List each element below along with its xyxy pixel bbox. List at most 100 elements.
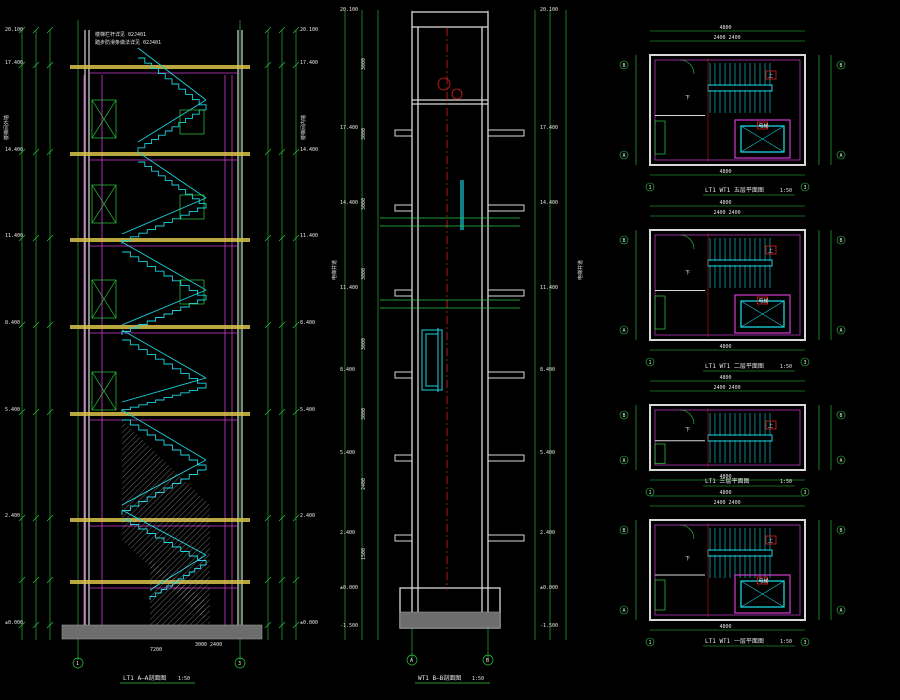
dimension-total: 4800 <box>720 375 732 381</box>
side-label-left: 楼梯间外墙 <box>3 115 10 140</box>
axis-label: A <box>840 608 843 614</box>
stair-flight <box>121 207 206 244</box>
axis-label: 1 <box>649 360 652 366</box>
handrail <box>121 377 207 403</box>
plan-title: LT1 WT1 二层平面图 <box>705 363 764 370</box>
elevation-label-right: 14.400 <box>300 147 318 153</box>
elevation-label-left: -1.500 <box>340 623 358 629</box>
stair-flight <box>137 109 206 152</box>
dimension-top: 2400 2400 <box>714 210 741 216</box>
elevation-label-left: 11.400 <box>5 233 23 239</box>
dimension-tick <box>32 61 40 69</box>
down-tag: 下 <box>685 427 690 433</box>
car-diagonal <box>740 300 785 328</box>
grid-lines <box>77 20 241 660</box>
dimension-tick <box>278 576 286 584</box>
dimension-tick <box>32 26 40 34</box>
axis-bubble <box>645 357 655 367</box>
dimension-top: 2400 2400 <box>714 35 741 41</box>
window <box>654 295 666 330</box>
dimension-tick <box>32 408 40 416</box>
plan-outer-wall <box>649 404 806 471</box>
floor-slab <box>70 238 250 242</box>
axis-bubble <box>645 637 655 647</box>
axis-label: A <box>840 458 843 464</box>
tag-box <box>765 70 777 80</box>
structural-lines <box>83 75 233 625</box>
handrail <box>137 151 207 199</box>
axis-bubble <box>836 235 846 245</box>
dimension-tick <box>292 148 300 156</box>
axis-bubble <box>619 235 629 245</box>
plan-title: LT1 WT1 五层平面图 <box>705 187 764 194</box>
axis-label: B <box>623 413 626 419</box>
dimension-tick <box>292 576 300 584</box>
plan-title: LT1 三层平面图 <box>705 478 749 485</box>
plan-outer-wall <box>649 519 806 621</box>
car-diagonal <box>740 580 785 608</box>
window-diagonal <box>91 279 117 319</box>
stair-flight <box>121 387 206 412</box>
elevator-car <box>740 300 785 328</box>
axis-label: A <box>623 328 626 334</box>
elevation-label-left: 17.400 <box>5 60 23 66</box>
stair-flight <box>122 419 207 470</box>
window <box>654 120 666 155</box>
elevator-shaft <box>734 574 791 614</box>
dimension-tick <box>18 26 26 34</box>
elevation-label-right: 2.400 <box>540 530 555 536</box>
elevator-car <box>740 580 785 608</box>
handrail <box>121 409 207 461</box>
axis-label: A <box>623 458 626 464</box>
floor-slabs <box>394 129 525 542</box>
dimension-tick <box>46 621 54 629</box>
elevation-label-right: ±0.000 <box>540 585 558 591</box>
elevation-label-left: 20.100 <box>340 7 358 13</box>
slab-stub-right <box>487 204 525 212</box>
door-swing <box>679 409 695 425</box>
dimension-tick <box>32 148 40 156</box>
dimension-value: 3000 <box>361 58 367 70</box>
dimension-total: 4800 <box>720 200 732 206</box>
dimension-tick <box>278 26 286 34</box>
elevation-label-left: 2.400 <box>340 530 355 536</box>
slab-stub-left <box>394 454 413 462</box>
dimension-tick <box>18 576 26 584</box>
axis-label: 1 <box>649 640 652 646</box>
bottom-dimension: 7200 <box>150 647 162 653</box>
window <box>654 579 666 611</box>
window <box>91 279 117 319</box>
axis-bubble <box>619 150 629 160</box>
window-diagonal <box>91 99 117 139</box>
elevation-label-right: 11.400 <box>300 233 318 239</box>
window <box>91 371 117 411</box>
dimension-chains <box>18 26 300 640</box>
dimension-tick <box>292 234 300 242</box>
elevation-label-left: 14.400 <box>5 147 23 153</box>
slab-stub-right <box>487 289 525 297</box>
axis-label: 3 <box>804 490 807 496</box>
axis-bubble <box>836 150 846 160</box>
dimension-bottom: 4800 <box>720 169 732 175</box>
axis-label-right: 3 <box>238 661 241 667</box>
dimension-tick <box>46 576 54 584</box>
guide-rail-marks <box>380 217 520 309</box>
elevation-label-left: 17.400 <box>340 125 358 131</box>
axis-bubble-right <box>482 654 494 666</box>
dimension-tick <box>18 408 26 416</box>
dimension-tick <box>264 321 272 329</box>
section-b-title: WT1 B—B剖面图 <box>418 674 461 682</box>
axis-label: A <box>623 153 626 159</box>
axis-label-left: 1 <box>76 661 79 667</box>
diverter-pulley <box>451 88 463 100</box>
dimension-tick <box>292 26 300 34</box>
axis-label: A <box>840 153 843 159</box>
axis-label: 3 <box>804 360 807 366</box>
dimension-tick <box>46 26 54 34</box>
traction-pulley <box>437 77 451 91</box>
dimension-tick <box>292 61 300 69</box>
